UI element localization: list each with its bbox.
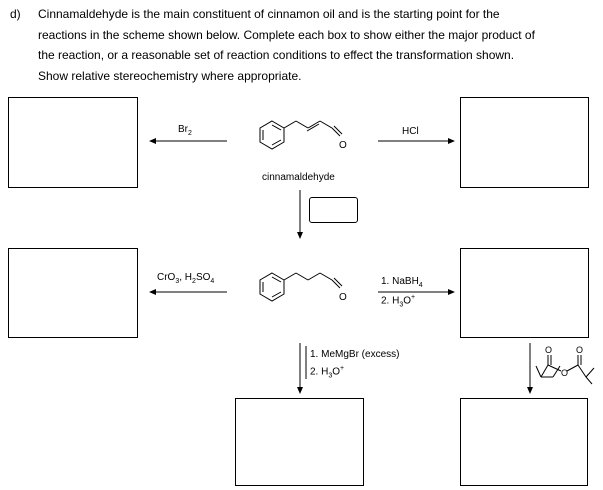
reagent-nabh4: 1. NaBH4 bbox=[381, 276, 423, 289]
anhydride-structure bbox=[535, 355, 595, 385]
anhydride-bridging-oxygen: O bbox=[561, 368, 568, 378]
reagent-sub: 3 bbox=[399, 301, 404, 309]
reagent-sup: + bbox=[411, 294, 416, 301]
answer-box-reagent-small[interactable] bbox=[309, 197, 358, 223]
reagent-sub: 4 bbox=[210, 278, 215, 285]
reagent-part: SO bbox=[195, 272, 211, 283]
reagent-part: 2. H bbox=[381, 295, 400, 307]
reagent-sub: 2 bbox=[192, 278, 196, 285]
cinnamaldehyde-structure bbox=[259, 120, 343, 150]
reagent-part: O bbox=[403, 295, 412, 307]
reagent-hcl: HCl bbox=[402, 126, 419, 137]
answer-box-top-right[interactable] bbox=[460, 97, 589, 188]
hydrocinnamaldehyde-oxygen-label: O bbox=[339, 292, 347, 303]
question-line-3: the reaction, or a reasonable set of rea… bbox=[38, 48, 515, 62]
cinnamaldehyde-oxygen-label: O bbox=[339, 140, 347, 151]
reagent-sub: 3 bbox=[328, 372, 333, 380]
reagent-part: 1. NaBH bbox=[381, 276, 419, 287]
reagent-memgbr: 1. MeMgBr (excess) bbox=[310, 349, 399, 360]
question-line-1: Cinnamaldehyde is the main constituent o… bbox=[38, 7, 500, 21]
reagent-part: , H bbox=[179, 272, 193, 283]
answer-box-bottom-right[interactable] bbox=[460, 398, 588, 486]
reagent-part: CrO bbox=[157, 272, 176, 283]
molecule-name-text: cinnamaldehyde bbox=[262, 172, 335, 183]
reagent-sub: 3 bbox=[175, 278, 180, 285]
answer-box-top-left[interactable] bbox=[8, 97, 138, 188]
anhydride-carbonyl-oxygen-left: O bbox=[545, 345, 552, 355]
reagent-br2-main: Br bbox=[178, 124, 188, 135]
hydrocinnamaldehyde-structure bbox=[259, 272, 343, 302]
answer-box-middle-right[interactable] bbox=[460, 248, 589, 338]
reagent-br2-sub: 2 bbox=[188, 130, 192, 137]
reagent-h3o-plus-2: 2. H3O+ bbox=[310, 365, 344, 379]
reagent-hcl-text: HCl bbox=[402, 126, 419, 137]
reagent-part: O bbox=[332, 366, 341, 378]
question-line-4: Show relative stereochemistry where appr… bbox=[38, 68, 302, 83]
reagent-h3o-plus-1: 2. H3O+ bbox=[381, 294, 415, 308]
question-letter: d) bbox=[10, 7, 21, 21]
reagent-part: 2. H bbox=[310, 366, 329, 378]
reagent-cro3-h2so4: CrO3, H2SO4 bbox=[157, 272, 214, 285]
molecule-name-cinnamaldehyde: cinnamaldehyde bbox=[262, 172, 335, 183]
reagent-memgbr-text: 1. MeMgBr (excess) bbox=[310, 349, 400, 360]
answer-box-middle-left[interactable] bbox=[8, 248, 138, 338]
reagent-sub: 4 bbox=[418, 282, 423, 289]
question-line-2: reactions in the scheme shown below. Com… bbox=[38, 27, 535, 42]
answer-box-bottom-center[interactable] bbox=[235, 398, 364, 486]
anhydride-carbonyl-oxygen-right: O bbox=[576, 345, 583, 355]
reagent-sup: + bbox=[340, 365, 345, 372]
reagent-br2: Br2 bbox=[178, 124, 192, 137]
